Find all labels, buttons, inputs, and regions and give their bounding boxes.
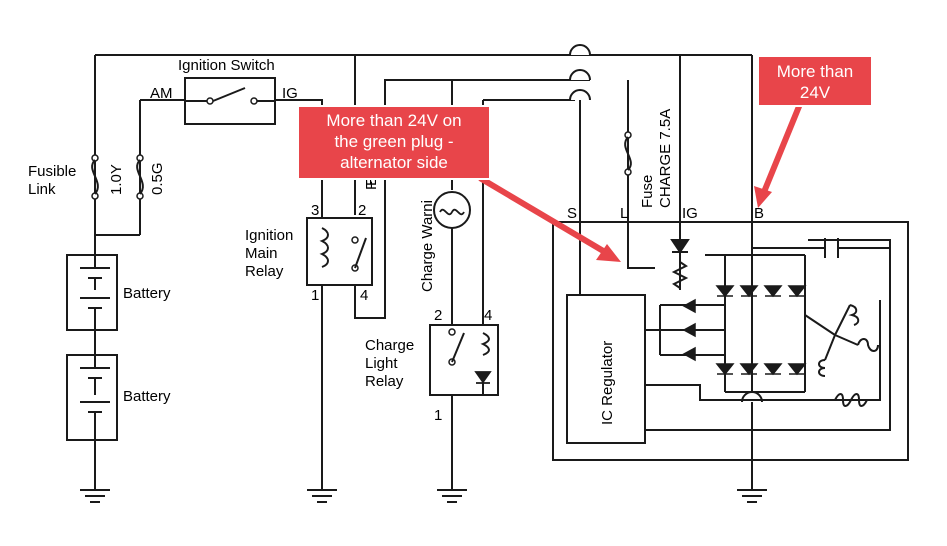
fusible-label-line1: Fusible (28, 163, 76, 180)
charge-light-relay-line1: Charge (365, 337, 414, 354)
batteries: Battery Battery (66, 254, 171, 441)
callout-b-terminal: More than 24V (754, 55, 873, 208)
callout-green-plug-line1: More than 24V on (326, 111, 461, 130)
charge-fuse-rating: CHARGE 7.5A (657, 109, 674, 208)
ignition-main-relay-line2: Main (245, 245, 278, 262)
callout-green-plug-box (297, 105, 491, 180)
ignition-main-relay-line3: Relay (245, 263, 284, 280)
charge-warning-lamp: Charge Warni (419, 191, 471, 292)
relay-pin-3: 3 (311, 202, 319, 219)
ig-terminal-label: IG (282, 85, 298, 102)
callout-green-plug-line2: the green plug - (334, 132, 453, 151)
charge-warning-label: Charge Warni (419, 200, 436, 292)
alternator-housing (552, 221, 909, 461)
fuse-1-0y-label: 1.0Y (108, 164, 125, 195)
charge-light-relay: Charge Light Relay 2 4 1 (365, 307, 499, 424)
battery-bottom-label: Battery (123, 388, 171, 405)
ground-relay (307, 489, 337, 503)
fuse-label: Fuse (639, 175, 656, 208)
fusible-label-line2: Link (28, 181, 56, 198)
ic-regulator-box (566, 294, 646, 444)
terminal-l-label: L (620, 205, 628, 222)
relay-pin-2: 2 (358, 202, 366, 219)
terminal-s-label: S (567, 205, 577, 222)
ignition-switch-label: Ignition Switch (178, 57, 275, 74)
ic-regulator-label: IC Regulator (599, 341, 616, 425)
ignition-main-relay: Ignition Main Relay 3 2 1 4 Fu E (245, 172, 380, 304)
callout-b-line2: 24V (800, 83, 831, 102)
am-terminal-label: AM (150, 85, 173, 102)
callout-b-line1: More than (777, 62, 854, 81)
terminal-b-label: B (754, 205, 764, 222)
clr-pin-2: 2 (434, 307, 442, 324)
fusible-links: Fusible Link 1.0Y 0.5G (28, 154, 166, 200)
ground-battery (80, 489, 110, 503)
alternator-assembly: S L IG B IC Regulator (552, 205, 909, 461)
callout-green-plug-line3: alternator side (340, 153, 448, 172)
relay-pin-1: 1 (311, 287, 319, 304)
callout-green-plug: More than 24V on the green plug - altern… (297, 105, 621, 262)
charge-light-relay-line3: Relay (365, 373, 404, 390)
efi-fuse-partial-2: E (363, 176, 380, 186)
relay-pin-4: 4 (360, 287, 368, 304)
battery-top-label: Battery (123, 285, 171, 302)
terminal-ig-label: IG (682, 205, 698, 222)
callout-b-terminal-box (757, 55, 873, 107)
ground-alternator (737, 489, 767, 503)
fuse-0-5g-label: 0.5G (149, 162, 166, 195)
charge-fuse: Fuse CHARGE 7.5A (624, 109, 674, 208)
ignition-switch: Ignition Switch AM IG (150, 57, 298, 125)
clr-pin-4: 4 (484, 307, 492, 324)
charge-light-relay-line2: Light (365, 355, 398, 372)
ground-charge-relay (437, 489, 467, 503)
ignition-main-relay-line1: Ignition (245, 227, 293, 244)
ground-symbols (80, 489, 767, 503)
clr-pin-1: 1 (434, 407, 442, 424)
